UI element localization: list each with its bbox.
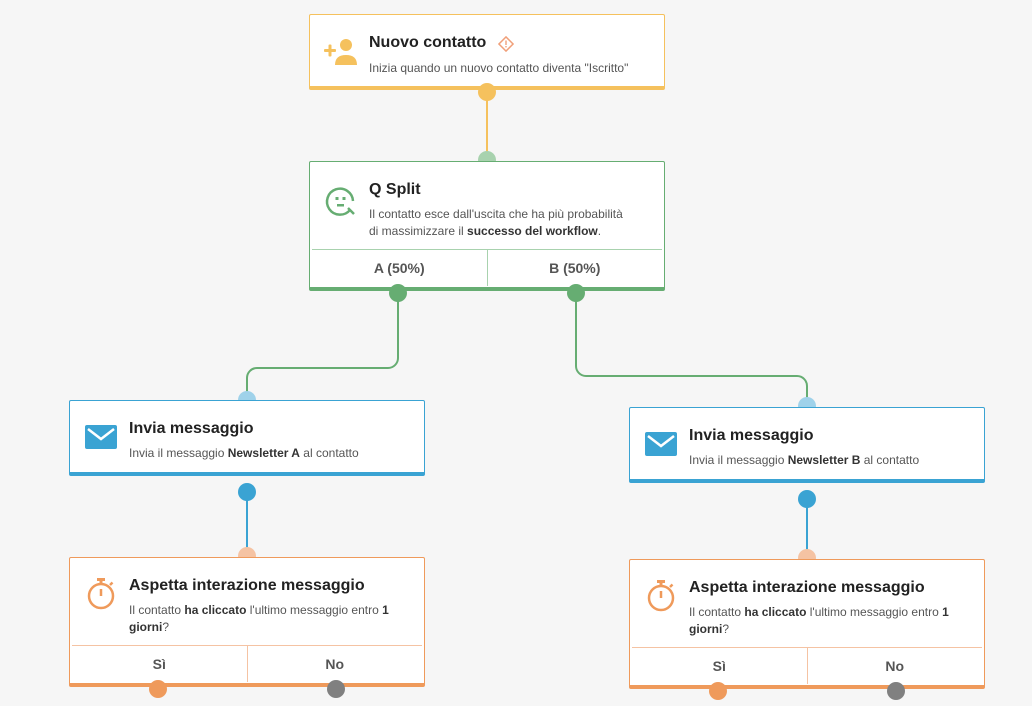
warning-diamond-icon[interactable] xyxy=(497,35,515,57)
wait-b-title: Aspetta interazione messaggio xyxy=(689,579,925,596)
envelope-icon xyxy=(645,432,677,461)
wait-a-description: Il contatto ha cliccato l'ultimo messagg… xyxy=(129,602,409,636)
wait-a-no-port[interactable] xyxy=(327,680,345,698)
stopwatch-icon xyxy=(86,577,116,616)
send-b-title: Invia messaggio xyxy=(689,427,814,444)
q-split-card[interactable]: Q Split Il contatto esce dall'uscita che… xyxy=(309,161,665,291)
split-desc-line2-suffix: . xyxy=(597,224,602,238)
wait-b-desc-bold2: 1 xyxy=(942,605,949,619)
wait-a-yes-port[interactable] xyxy=(149,680,167,698)
wait-a-title: Aspetta interazione messaggio xyxy=(129,577,365,594)
wait-a-branches: Sì No xyxy=(72,645,422,682)
send-a-output-port[interactable] xyxy=(238,483,256,501)
wait-a-no[interactable]: No xyxy=(246,646,423,682)
wait-b-desc-mid: l'ultimo messaggio entro xyxy=(806,605,943,619)
wait-a-desc-suffix: ? xyxy=(162,620,170,634)
wait-a-desc-bold3: giorni xyxy=(129,620,163,634)
send-a-title: Invia messaggio xyxy=(129,420,254,437)
split-desc-line2-bold: successo del workflow xyxy=(467,224,598,238)
stopwatch-icon xyxy=(646,579,676,618)
wait-interaction-a-card[interactable]: Aspetta interazione messaggio Il contatt… xyxy=(69,557,425,687)
split-description: Il contatto esce dall'uscita che ha più … xyxy=(369,206,623,240)
send-a-description: Invia il messaggio Newsletter A al conta… xyxy=(129,445,359,462)
split-desc-line2-prefix: di massimizzare il xyxy=(369,224,468,238)
branch-b[interactable]: B (50%) xyxy=(486,250,663,286)
wait-b-no-port[interactable] xyxy=(887,682,905,700)
trigger-card[interactable]: Nuovo contatto Inizia quando un nuovo co… xyxy=(309,14,665,90)
wait-a-desc-mid: l'ultimo messaggio entro xyxy=(246,603,383,617)
send-a-desc-bold: Newsletter A xyxy=(227,446,300,460)
wait-b-yes[interactable]: Sì xyxy=(712,658,726,674)
wait-a-desc-prefix: Il contatto xyxy=(129,603,185,617)
connector-split-a xyxy=(246,293,399,400)
send-b-desc-bold: Newsletter B xyxy=(787,453,861,467)
split-branches: A (50%) B (50%) xyxy=(312,249,662,286)
branch-a-output-port[interactable] xyxy=(389,284,407,302)
split-title: Q Split xyxy=(369,181,421,198)
wait-a-desc-bold1: ha cliccato xyxy=(184,603,247,617)
wait-b-desc-bold1: ha cliccato xyxy=(744,605,807,619)
wait-b-yes-port[interactable] xyxy=(709,682,727,700)
send-b-desc-prefix: Invia il messaggio xyxy=(689,453,788,467)
send-message-a-card[interactable]: Invia messaggio Invia il messaggio Newsl… xyxy=(69,400,425,476)
split-desc-line1: Il contatto esce dall'uscita che ha più … xyxy=(369,207,623,221)
wait-b-desc-prefix: Il contatto xyxy=(689,605,745,619)
send-b-description: Invia il messaggio Newsletter B al conta… xyxy=(689,452,919,469)
envelope-icon xyxy=(85,425,117,454)
send-message-b-card[interactable]: Invia messaggio Invia il messaggio Newsl… xyxy=(629,407,985,483)
wait-interaction-b-card[interactable]: Aspetta interazione messaggio Il contatt… xyxy=(629,559,985,689)
wait-b-branches: Sì No xyxy=(632,647,982,684)
q-split-icon xyxy=(324,184,358,223)
wait-b-description: Il contatto ha cliccato l'ultimo messagg… xyxy=(689,604,969,638)
send-a-desc-prefix: Invia il messaggio xyxy=(129,446,228,460)
trigger-output-port[interactable] xyxy=(478,83,496,101)
wait-a-desc-bold2: 1 xyxy=(382,603,389,617)
trigger-description: Inizia quando un nuovo contatto diventa … xyxy=(369,61,629,75)
wait-a-yes[interactable]: Sì xyxy=(152,656,166,672)
branch-a[interactable]: A (50%) xyxy=(373,260,425,276)
wait-b-desc-suffix: ? xyxy=(722,622,730,636)
send-a-desc-suffix: al contatto xyxy=(299,446,359,460)
wait-b-no[interactable]: No xyxy=(806,648,983,684)
connector-split-b xyxy=(575,293,808,406)
add-contact-icon xyxy=(323,38,359,71)
send-b-desc-suffix: al contatto xyxy=(860,453,920,467)
wait-b-desc-bold3: giorni xyxy=(689,622,723,636)
trigger-title: Nuovo contatto xyxy=(369,34,487,51)
send-b-output-port[interactable] xyxy=(798,490,816,508)
branch-b-output-port[interactable] xyxy=(567,284,585,302)
